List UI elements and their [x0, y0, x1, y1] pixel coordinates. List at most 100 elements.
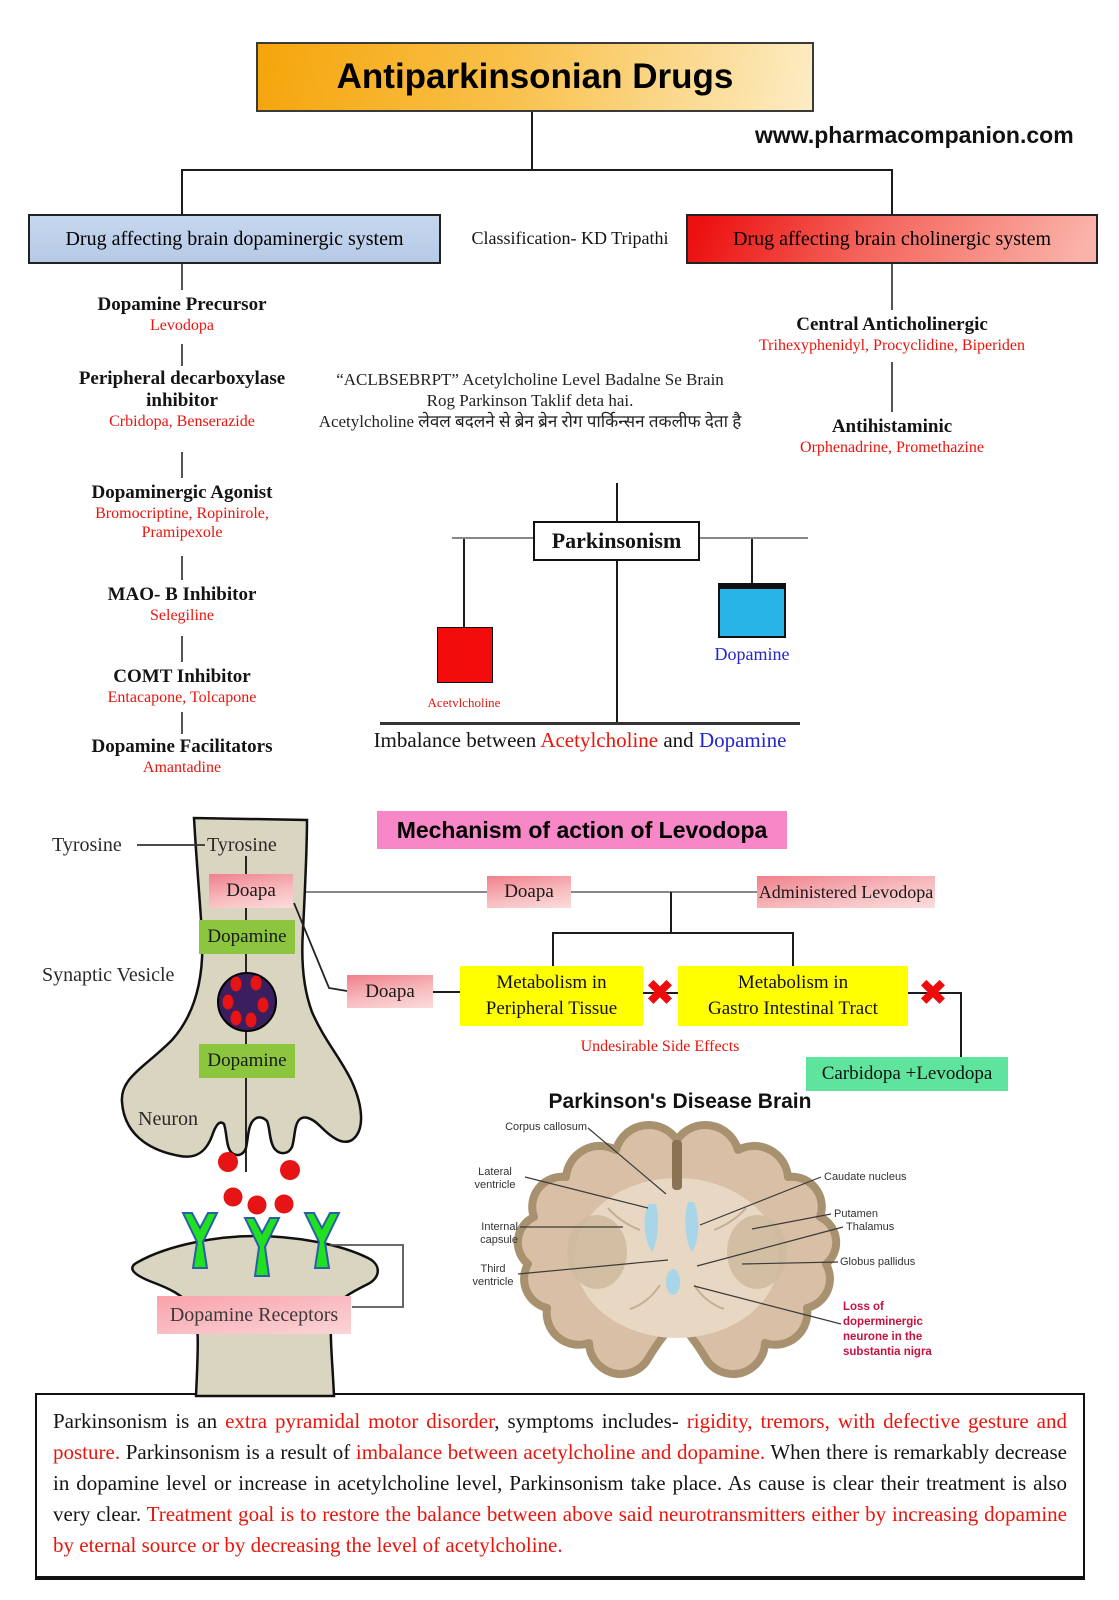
- label-internal-capsule: Internal capsule: [480, 1221, 518, 1246]
- metabolism-peripheral-box: Metabolism in Peripheral Tissue: [460, 966, 643, 1026]
- connector-line: [181, 262, 183, 290]
- summary-paragraph: Parkinsonism is an extra pyramidal motor…: [35, 1393, 1085, 1580]
- connector-line: [181, 344, 183, 366]
- classification-note: Classification- KD Tripathi: [471, 228, 669, 248]
- connector-line: [552, 932, 554, 966]
- page-title: Antiparkinsonian Drugs: [256, 42, 814, 112]
- connector-line: [960, 992, 962, 1057]
- brain-inner-region: [575, 1178, 779, 1338]
- synaptic-vesicle-shape: [217, 972, 277, 1032]
- synaptic-vesicle-label: Synaptic Vesicle: [42, 964, 175, 986]
- drug-class-mao-b-inhibitor: MAO- B Inhibitor Selegiline: [32, 584, 332, 625]
- doapa-inside-box: Doapa: [209, 874, 293, 908]
- doapa-top-box: Doapa: [487, 876, 571, 908]
- website-url: www.pharmacompanion.com: [755, 122, 1074, 148]
- drug-class-dopamine-precursor: Dopamine Precursor Levodopa: [32, 294, 332, 335]
- drug-class-drugs: Levodopa: [150, 317, 214, 334]
- acetylcholine-weight: [437, 627, 493, 683]
- drug-class-drugs: Bromocriptine, Ropinirole, Pramipexole: [95, 505, 269, 541]
- undesirable-side-effects-label: Undesirable Side Effects: [580, 1038, 740, 1055]
- brain-cortex-shape: [513, 1120, 841, 1379]
- drug-class-dopaminergic-agonist: Dopaminergic Agonist Bromocriptine, Ropi…: [32, 482, 332, 542]
- connector-line: [908, 992, 962, 994]
- label-third-ventricle: Third ventricle: [472, 1263, 514, 1288]
- administered-levodopa-box: Administered Levodopa: [757, 876, 935, 908]
- brain-label-lines: [517, 1127, 844, 1325]
- drug-class-central-anticholinergic: Central Anticholinergic Trihexyphenidyl,…: [742, 314, 1042, 355]
- connector-line: [181, 556, 183, 580]
- parkinsonism-node: Parkinsonism: [533, 521, 700, 561]
- mechanism-header: Mechanism of action of Levodopa: [377, 811, 787, 849]
- connector-line: [616, 483, 618, 521]
- drug-class-drugs: Trihexyphenidyl, Procyclidine, Biperiden: [758, 337, 1026, 354]
- presynaptic-neuron-shape: [120, 816, 363, 1158]
- connector-line: [181, 169, 893, 171]
- drug-class-drugs: Crbidopa, Benserazide: [109, 413, 255, 430]
- label-lateral-ventricle: Lateral ventricle: [474, 1166, 516, 1191]
- branch-dopaminergic: Drug affecting brain dopaminergic system: [28, 214, 441, 264]
- basal-ganglia-left: [567, 1215, 627, 1289]
- dopamine-receptors-box: Dopamine Receptors: [157, 1296, 351, 1334]
- label-caudate-nucleus: Caudate nucleus: [824, 1171, 907, 1183]
- released-dopamine-dots: [218, 1152, 300, 1215]
- mnemonic-line-hindi: Acetylcholine लेवल बदलने से ब्रेन ब्रेन …: [318, 412, 742, 431]
- drug-class-name: Dopamine Precursor: [97, 294, 267, 315]
- balance-base: [380, 722, 800, 725]
- branch-cholinergic: Drug affecting brain cholinergic system: [686, 214, 1098, 264]
- interhemispheric-fissure: [672, 1140, 682, 1190]
- connector-line: [293, 891, 487, 893]
- drug-class-drugs: Selegiline: [150, 607, 214, 624]
- dopamine-lower-box: Dopamine: [199, 1044, 295, 1078]
- loss-line: neurone in the: [843, 1331, 923, 1343]
- brain-title: Parkinson's Disease Brain: [548, 1090, 812, 1113]
- drug-class-name: Dopaminergic Agonist: [91, 482, 273, 503]
- vesicle-dopamine-dots: [222, 975, 269, 1028]
- metabolism-line: Metabolism in: [737, 972, 849, 993]
- label-globus-pallidus: Globus pallidus: [840, 1256, 916, 1268]
- drug-class-dopamine-facilitators: Dopamine Facilitators Amantadine: [32, 736, 332, 777]
- drug-class-name: Central Anticholinergic: [796, 314, 988, 335]
- label-corpus-callosum: Corpus callosum: [505, 1121, 587, 1133]
- balance-post: [616, 559, 618, 723]
- balance-string-right: [751, 539, 753, 583]
- drug-class-name: Peripheral decarboxylase inhibitor: [78, 368, 286, 411]
- connector-line: [792, 932, 794, 966]
- blocked-cross-icon: ✖: [644, 973, 676, 1014]
- connector-line: [571, 891, 757, 893]
- lateral-ventricle-right-shape: [685, 1202, 699, 1252]
- connector-line: [433, 991, 460, 993]
- connector-line: [181, 452, 183, 478]
- label-putamen: Putamen: [834, 1208, 879, 1220]
- drug-class-comt-inhibitor: COMT Inhibitor Entacapone, Tolcapone: [32, 666, 332, 707]
- drug-class-drugs: Amantadine: [142, 759, 222, 776]
- brain-sulci-lines: [607, 1207, 747, 1310]
- connector-line: [891, 262, 893, 310]
- drug-class-name: MAO- B Inhibitor: [107, 584, 257, 605]
- mnemonic-line: “ACLBSEBRPT” Acetylcholine Level Badalne…: [336, 370, 724, 389]
- doapa-side-box: Doapa: [347, 975, 433, 1008]
- drug-class-decarboxylase-inhibitor: Peripheral decarboxylase inhibitor Crbid…: [32, 368, 332, 431]
- drug-class-drugs: Orphenadrine, Promethazine: [800, 439, 984, 456]
- balance-caption: Imbalance between Acetylcholine and Dopa…: [373, 728, 787, 752]
- mnemonic-line: Rog Parkinson Taklif deta hai.: [426, 391, 634, 410]
- metabolism-line: Peripheral Tissue: [485, 998, 618, 1019]
- connector-line: [531, 108, 533, 169]
- dopamine-weight-label: Dopamine: [714, 644, 790, 664]
- tyrosine-inside-label: Tyrosine: [207, 834, 277, 856]
- balance-string-left: [463, 539, 465, 627]
- label-loss-substantia-nigra: Loss of doperminergic neurone in the sub…: [843, 1300, 963, 1360]
- dopamine-receptor-icons: [181, 1212, 341, 1277]
- neuron-label: Neuron: [138, 1108, 198, 1130]
- connector-line: [670, 892, 672, 932]
- drug-class-name: COMT Inhibitor: [113, 666, 251, 687]
- blocked-cross-icon: ✖: [917, 973, 949, 1014]
- connector-line: [181, 169, 183, 214]
- drug-class-drugs: Entacapone, Tolcapone: [107, 689, 257, 706]
- connector-line: [891, 169, 893, 214]
- doapa-leak-line: [293, 902, 348, 992]
- loss-line: substantia nigra: [843, 1346, 932, 1358]
- metabolism-line: Metabolism in: [496, 972, 607, 993]
- lateral-ventricle-left-shape: [644, 1204, 659, 1252]
- dopamine-weight: [718, 583, 786, 638]
